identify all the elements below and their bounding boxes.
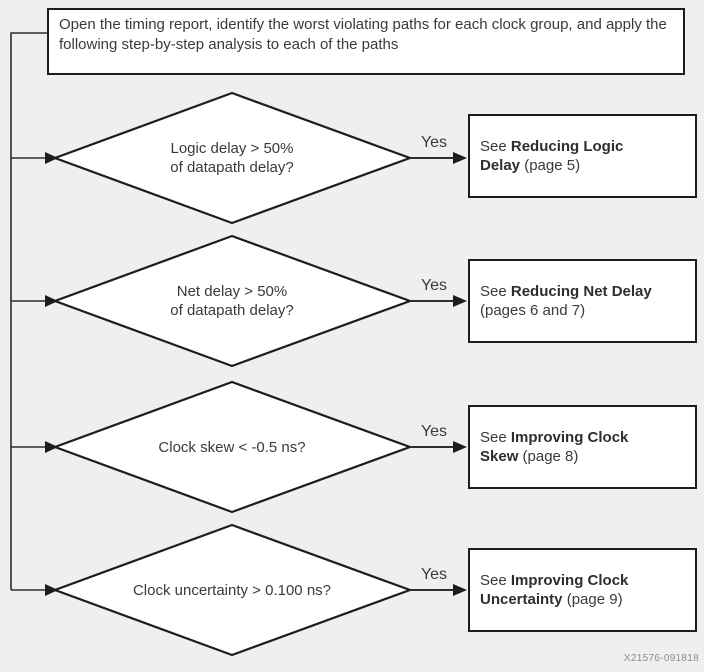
figure-id: X21576-091818	[623, 653, 699, 664]
yes-label: Yes	[420, 423, 448, 440]
action-box-improving-clock-skew: See Improving Clock Skew (page 8)	[468, 405, 697, 489]
action-box-reducing-logic-delay: See Reducing Logic Delay (page 5)	[468, 114, 697, 198]
arrowhead	[45, 584, 58, 596]
start-box-text: Open the timing report, identify the wor…	[59, 16, 667, 53]
left-rail-line	[10, 32, 47, 590]
action-text: See Improving Clock Uncertainty (page 9)	[480, 572, 629, 608]
decision-diamond-shape	[51, 523, 414, 657]
arrowhead	[45, 295, 58, 307]
yes-label: Yes	[420, 134, 448, 151]
arrowhead	[453, 152, 467, 164]
start-box: Open the timing report, identify the wor…	[47, 8, 685, 75]
action-text: See Reducing Net Delay (pages 6 and 7)	[480, 283, 652, 319]
action-text: See Reducing Logic Delay (page 5)	[480, 138, 624, 174]
action-text: See Improving Clock Skew (page 8)	[480, 429, 629, 465]
action-box-improving-clock-uncertainty: See Improving Clock Uncertainty (page 9)	[468, 548, 697, 632]
arrowhead	[45, 152, 58, 164]
decision-diamond-shape	[51, 234, 414, 368]
arrowhead	[453, 441, 467, 453]
arrowhead	[453, 295, 467, 307]
action-box-reducing-net-delay: See Reducing Net Delay (pages 6 and 7)	[468, 259, 697, 343]
decision-diamond-shape	[51, 380, 414, 514]
decision-diamond-shape	[51, 91, 414, 225]
arrowhead	[45, 441, 58, 453]
arrowhead	[453, 584, 467, 596]
yes-label: Yes	[420, 566, 448, 583]
yes-label: Yes	[420, 277, 448, 294]
